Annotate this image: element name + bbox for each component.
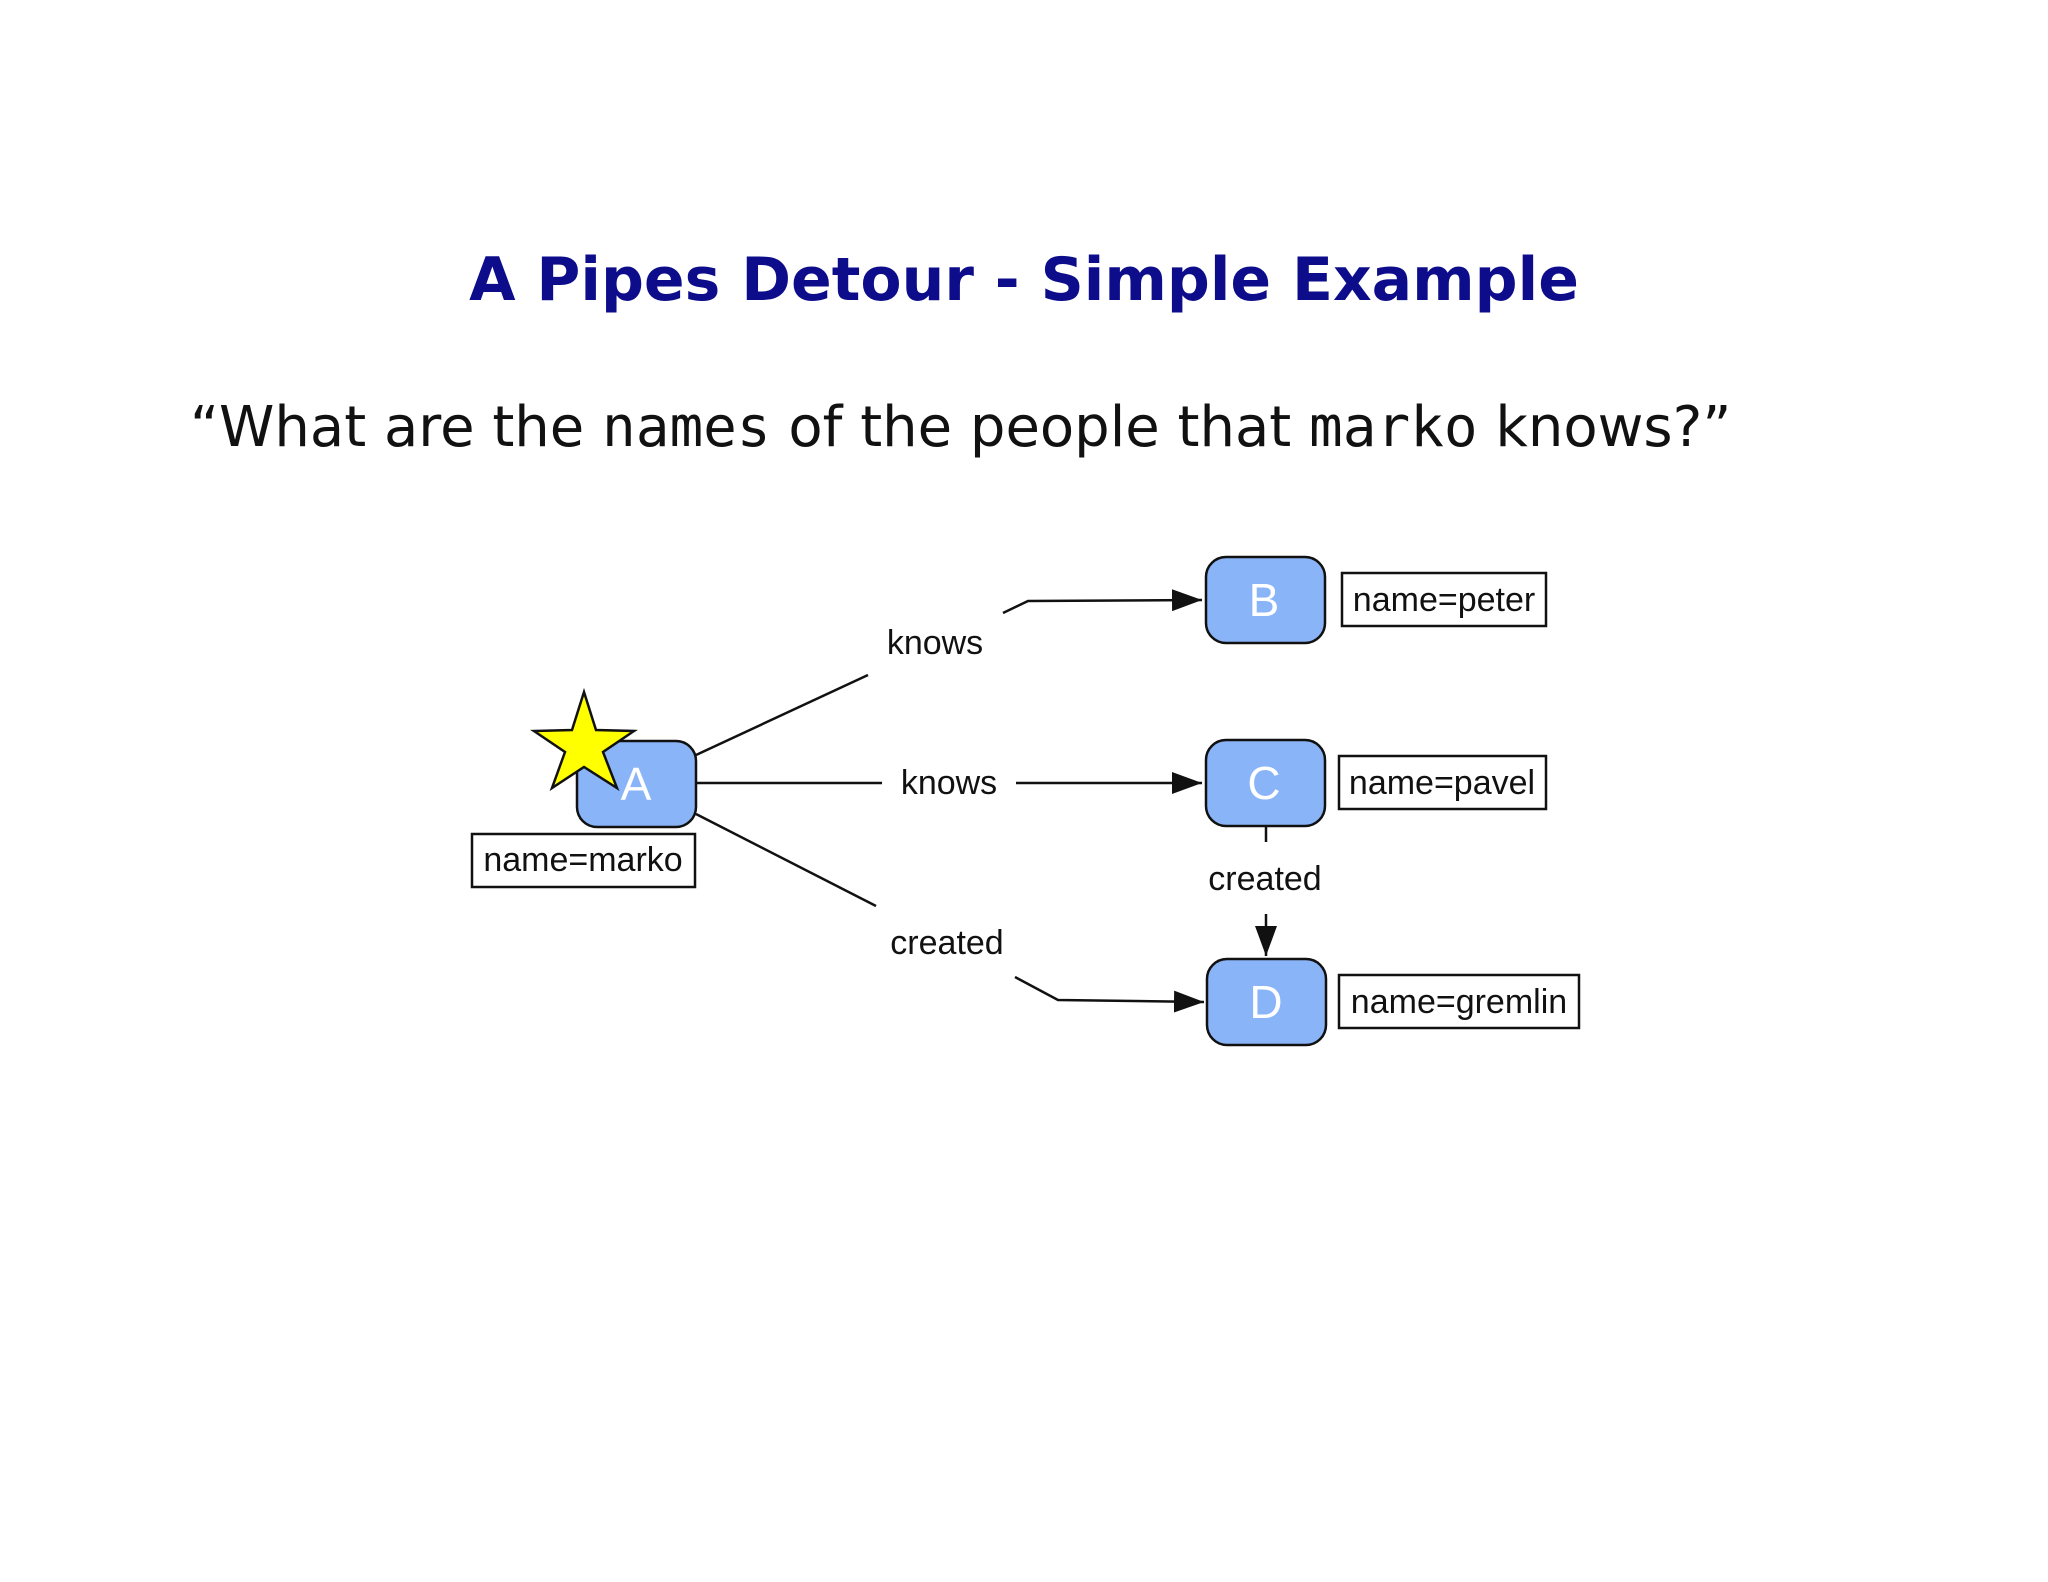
node-a-property-text: name=marko — [483, 841, 682, 879]
node-c-property-text: name=pavel — [1349, 764, 1535, 802]
edge-a-b-segment-1 — [695, 673, 869, 757]
edge-a-created-d: created — [695, 812, 1205, 1013]
node-a-label: A — [621, 758, 652, 810]
edge-label-c-d: created — [1208, 860, 1321, 898]
edge-a-d-segment-1 — [695, 812, 877, 908]
open-quote: “ — [190, 395, 220, 460]
node-b-property-box — [1340, 571, 1548, 628]
edge-c-created-d: created — [1208, 827, 1322, 956]
question-text: “What are the names of the people that m… — [190, 395, 1731, 460]
node-c-property-box — [1337, 754, 1548, 811]
node-c-property: name=pavel — [1337, 754, 1548, 811]
code-names: names — [602, 395, 771, 460]
node-d[interactable]: D — [1205, 957, 1328, 1047]
node-a-property-box — [470, 832, 697, 889]
node-d-property: name=gremlin — [1337, 973, 1581, 1030]
edge-label-a-b: knows — [887, 624, 983, 662]
node-c[interactable]: C — [1204, 738, 1327, 828]
node-b-label: B — [1249, 574, 1280, 626]
edge-a-b-segment-2 — [1002, 589, 1203, 615]
node-d-label: D — [1249, 976, 1282, 1028]
edge-a-d-segment-2 — [1014, 975, 1205, 1013]
node-b-property-text: name=peter — [1353, 581, 1535, 619]
edge-label-a-c: knows — [901, 764, 997, 802]
node-a-property: name=marko — [470, 832, 697, 889]
node-d-box — [1205, 957, 1328, 1047]
code-marko: marko — [1309, 395, 1478, 460]
node-d-property-text: name=gremlin — [1351, 983, 1567, 1021]
question-part-2: of the people that — [770, 395, 1310, 460]
star-icon — [530, 687, 638, 792]
question-part-3: knows? — [1477, 395, 1703, 460]
node-c-box — [1204, 738, 1327, 828]
slide-title: A Pipes Detour - Simple Example — [469, 245, 1579, 315]
edge-label-a-d: created — [890, 924, 1003, 962]
edge-a-knows-c: knows — [696, 764, 1202, 802]
node-d-property-box — [1337, 973, 1581, 1030]
close-quote: ” — [1702, 395, 1732, 460]
node-b[interactable]: B — [1204, 555, 1327, 645]
question-part-1: What are the — [219, 395, 603, 460]
edge-a-knows-b: knows — [695, 589, 1203, 757]
node-b-box — [1204, 555, 1327, 645]
node-b-property: name=peter — [1340, 571, 1548, 628]
node-c-label: C — [1247, 757, 1280, 809]
